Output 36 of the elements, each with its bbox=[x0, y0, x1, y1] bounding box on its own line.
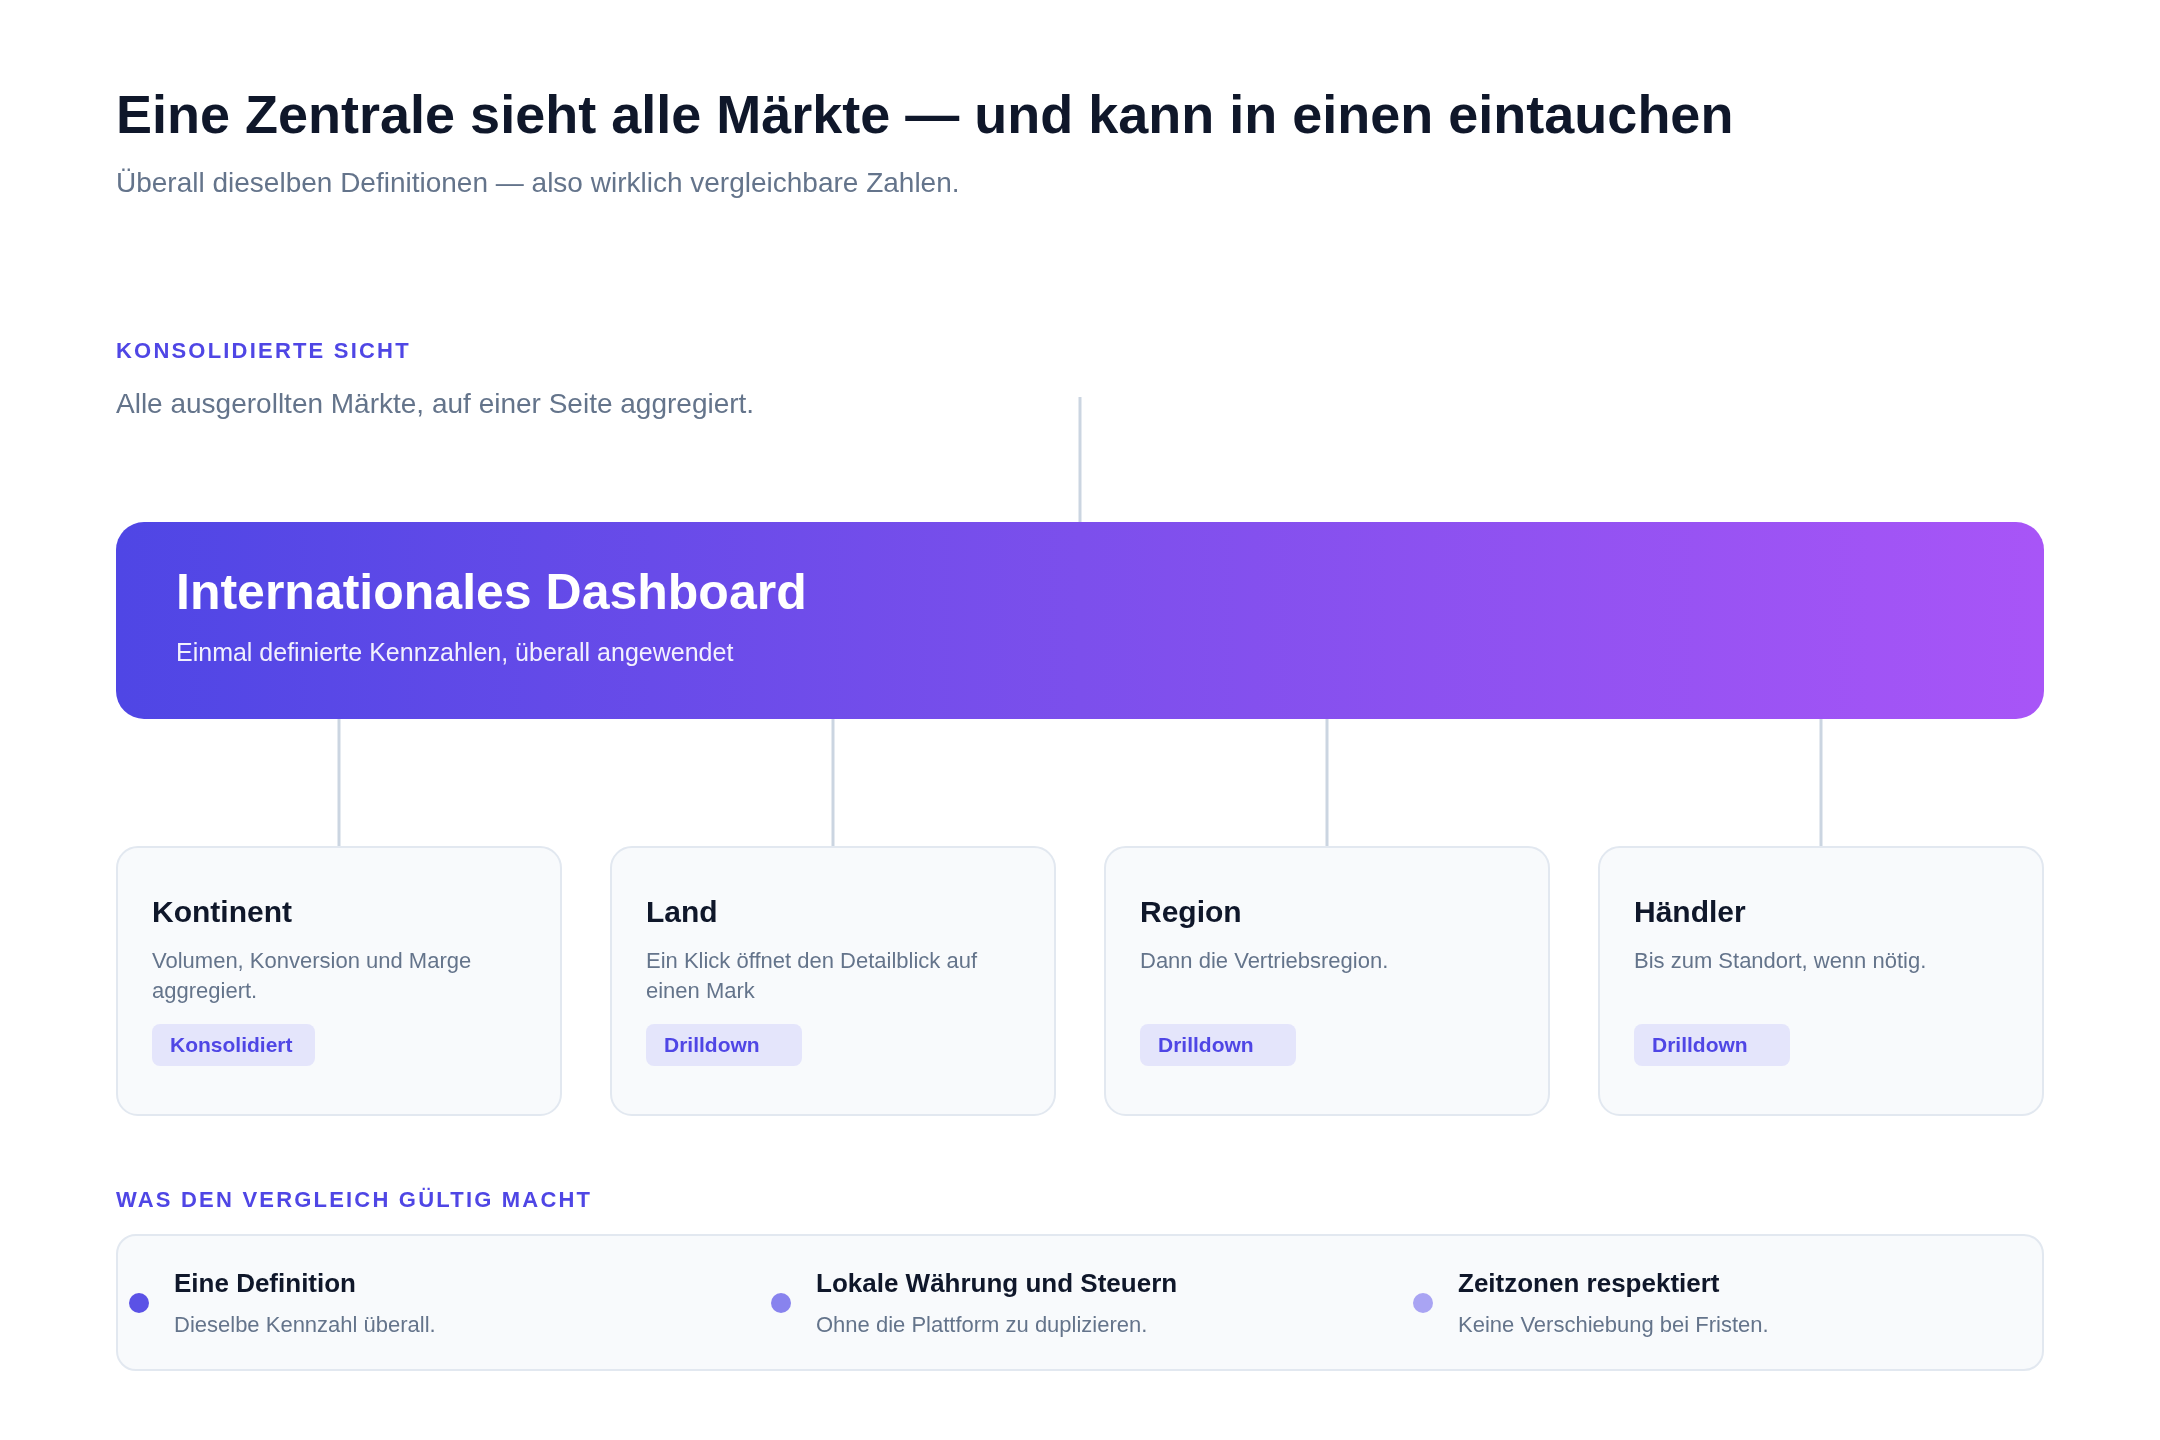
card-title: Land bbox=[646, 894, 719, 930]
connector-line bbox=[1078, 397, 1082, 522]
card-description: Volumen, Konversion und Marge aggregiert. bbox=[152, 947, 473, 1005]
level-card bbox=[1598, 846, 2044, 1116]
section-heading: KONSOLIDIERTE SICHT bbox=[116, 338, 411, 364]
section-heading: WAS DEN VERGLEICH GÜLTIG MACHT bbox=[116, 1187, 593, 1213]
connector-line bbox=[1325, 719, 1329, 846]
card-description: Bis zum Standort, wenn nötig. bbox=[1634, 947, 1928, 975]
criterion-description: Dieselbe Kennzahl überall. bbox=[174, 1310, 436, 1339]
level-card bbox=[116, 846, 562, 1116]
card-description: Ein Klick öffnet den Detailblick auf einen Mark bbox=[646, 947, 978, 1005]
card-title: Händler bbox=[1634, 894, 1747, 930]
banner-subtitle: Einmal definierte Kennzahlen, überall angewendet bbox=[176, 637, 734, 667]
criterion-description: Ohne die Plattform zu duplizieren. bbox=[816, 1310, 1148, 1339]
criteria-panel bbox=[116, 1234, 2044, 1371]
connector-line bbox=[1819, 719, 1823, 846]
level-card bbox=[1104, 846, 1550, 1116]
level-tag: Drilldown bbox=[1140, 1024, 1296, 1066]
criterion-title: Lokale Währung und Steuern bbox=[816, 1266, 1178, 1299]
connector-line bbox=[831, 719, 835, 846]
section-intro: Alle ausgerollten Märkte, auf einer Seite aggregiert. bbox=[116, 387, 755, 421]
page-subtitle: Überall dieselben Definitionen — also wirklich vergleichbare Zahlen. bbox=[116, 166, 960, 200]
banner-title: Internationales Dashboard bbox=[176, 563, 807, 622]
card-title: Region bbox=[1140, 894, 1243, 930]
connector-line bbox=[337, 719, 341, 846]
criterion-description: Keine Verschiebung bei Fristen. bbox=[1458, 1310, 1769, 1339]
level-card bbox=[610, 846, 1056, 1116]
level-tag: Drilldown bbox=[646, 1024, 802, 1066]
level-tag: Konsolidiert bbox=[152, 1024, 315, 1066]
criterion-title: Eine Definition bbox=[174, 1266, 356, 1299]
page-title: Eine Zentrale sieht alle Märkte — und kann in einen eintauchen bbox=[116, 83, 1734, 146]
dashboard-banner bbox=[116, 522, 2044, 719]
level-tag: Drilldown bbox=[1634, 1024, 1790, 1066]
criterion-title: Zeitzonen respektiert bbox=[1458, 1266, 1720, 1299]
card-title: Kontinent bbox=[152, 894, 293, 930]
card-description: Dann die Vertriebsregion. bbox=[1140, 947, 1390, 975]
